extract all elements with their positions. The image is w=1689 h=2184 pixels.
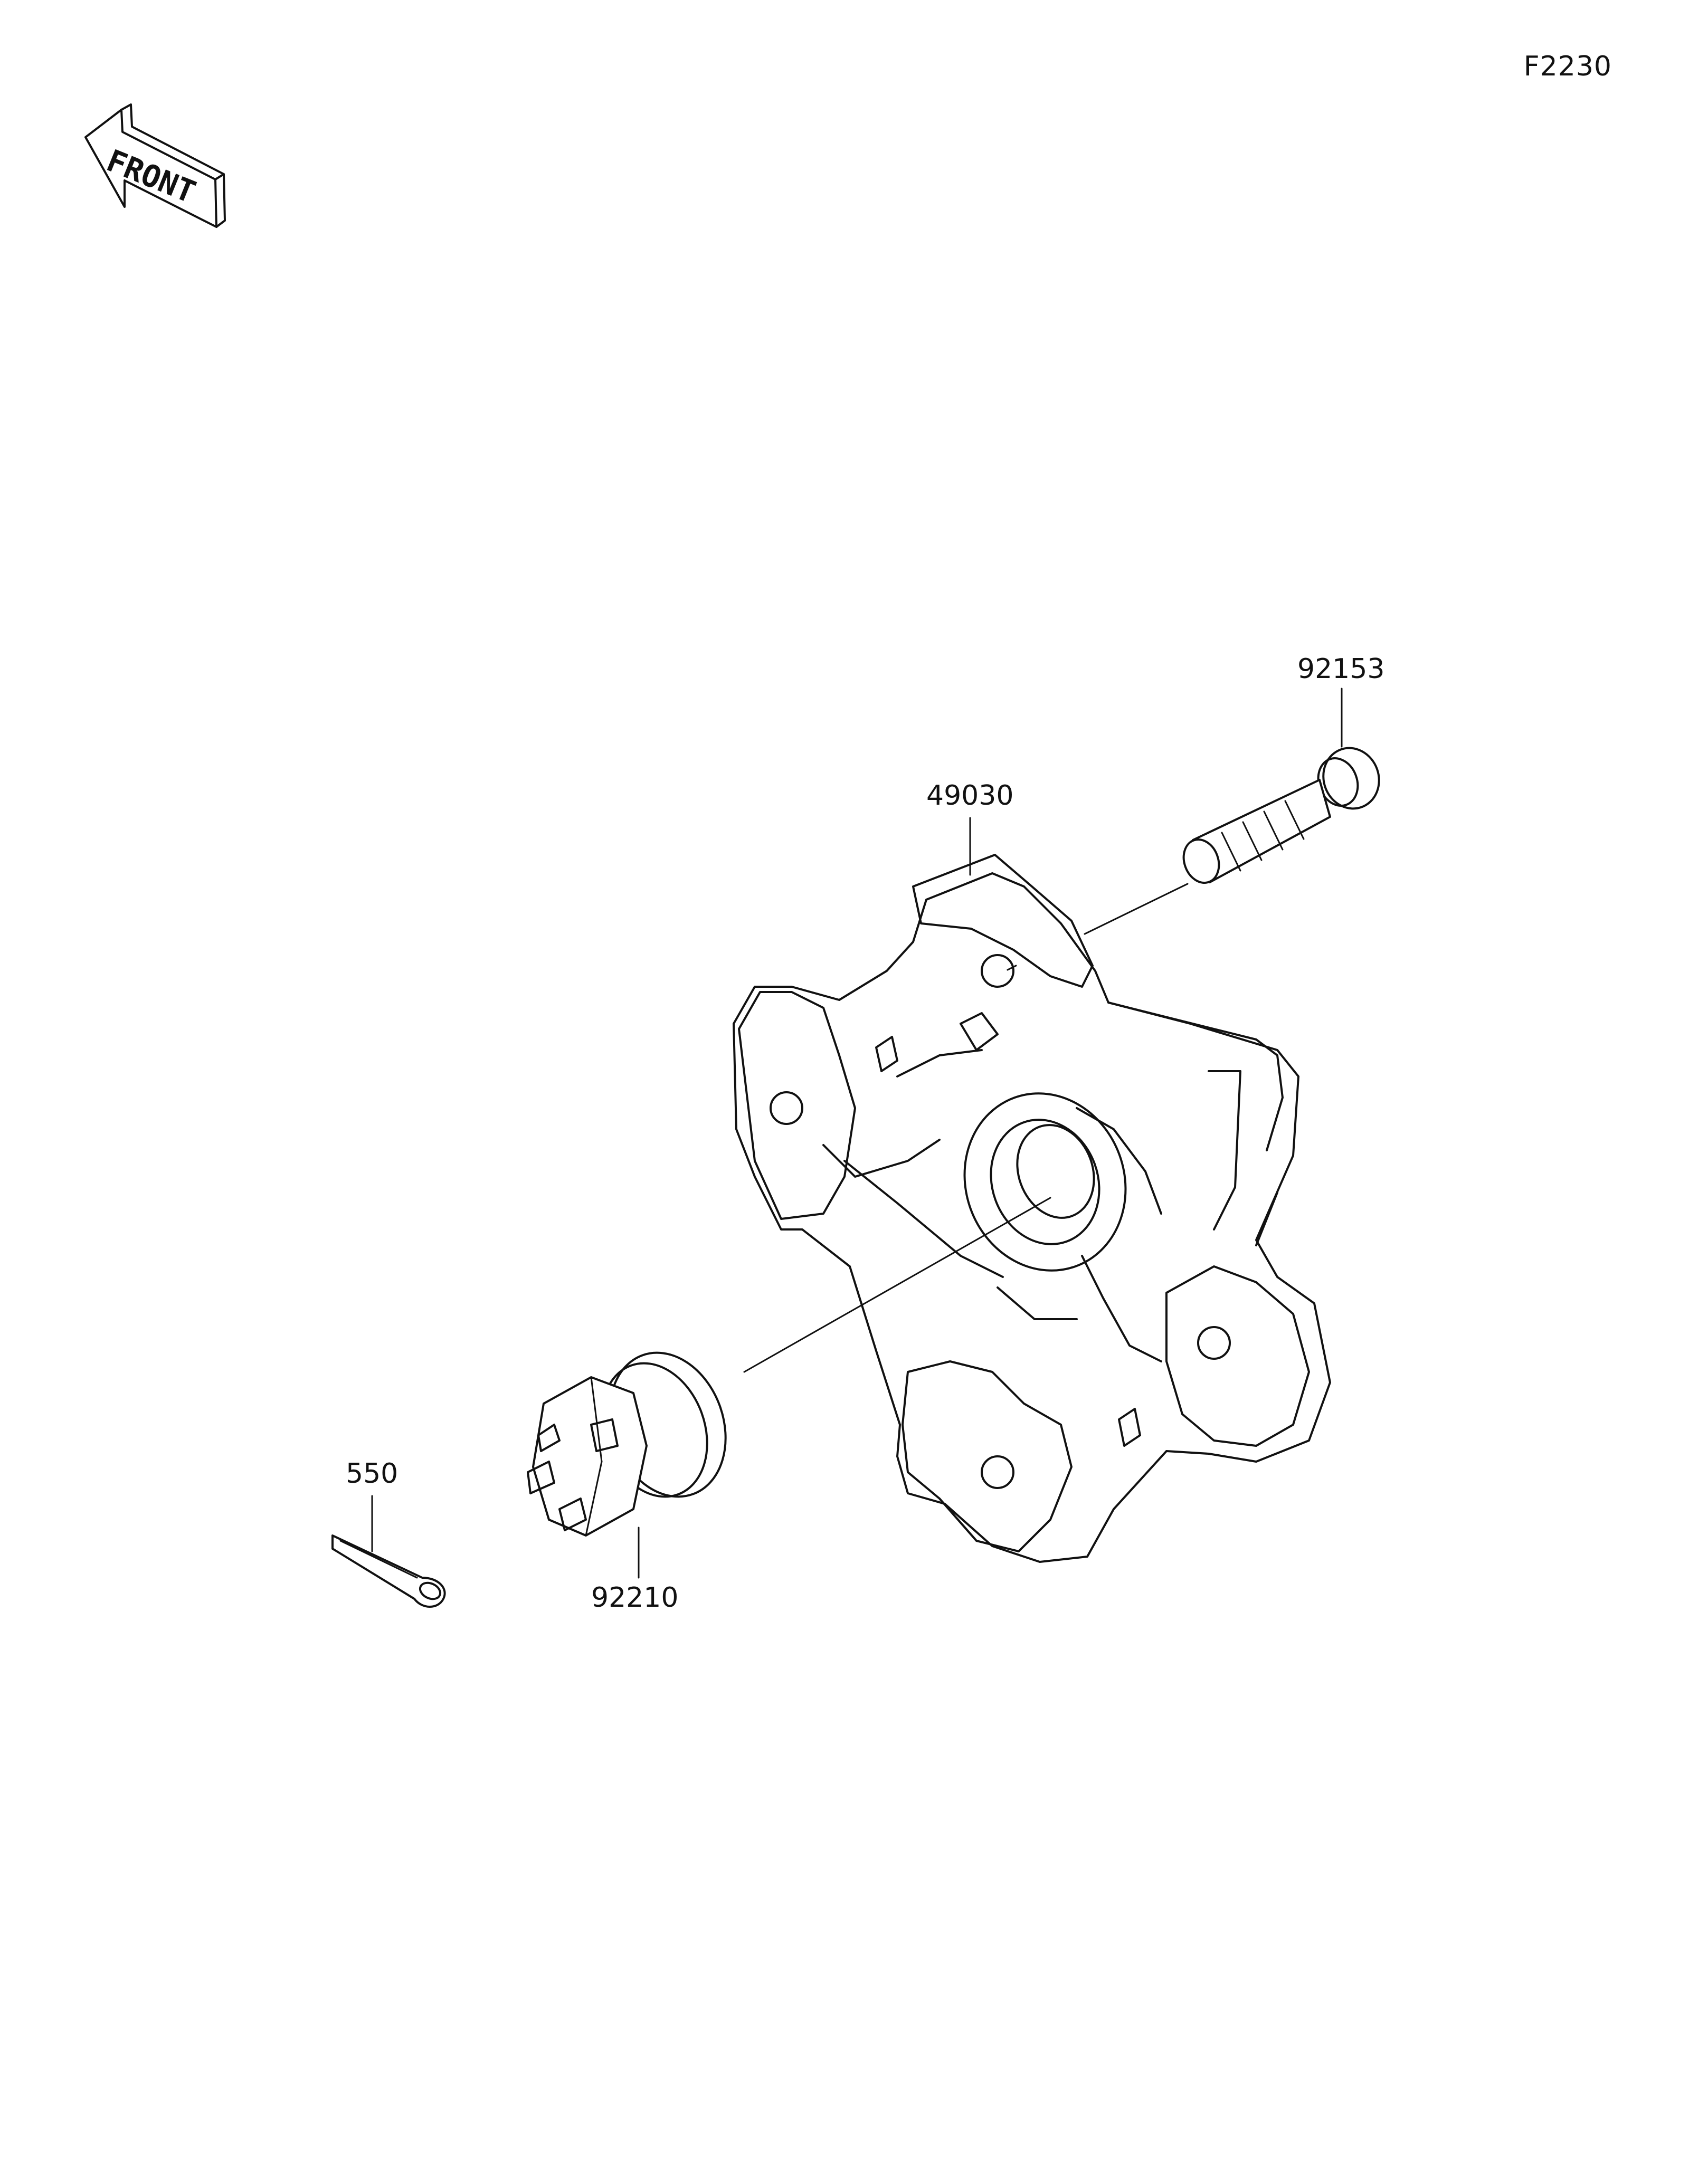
part-label-49030: 49030: [926, 780, 1013, 812]
cotter-pin-drawing: 550: [331, 1458, 446, 1608]
part-label-92153: 92153: [1297, 653, 1384, 685]
wheel-hub-drawing: 49030: [733, 780, 1331, 1563]
front-arrow-icon: FRONT: [84, 103, 226, 228]
part-label-550: 550: [346, 1458, 398, 1490]
castle-nut-drawing: 92210: [527, 1197, 1051, 1614]
part-label-92210: 92210: [591, 1582, 678, 1614]
wheel-stud-drawing: 92153: [1004, 653, 1384, 972]
figure-code: F2230: [1523, 51, 1612, 82]
